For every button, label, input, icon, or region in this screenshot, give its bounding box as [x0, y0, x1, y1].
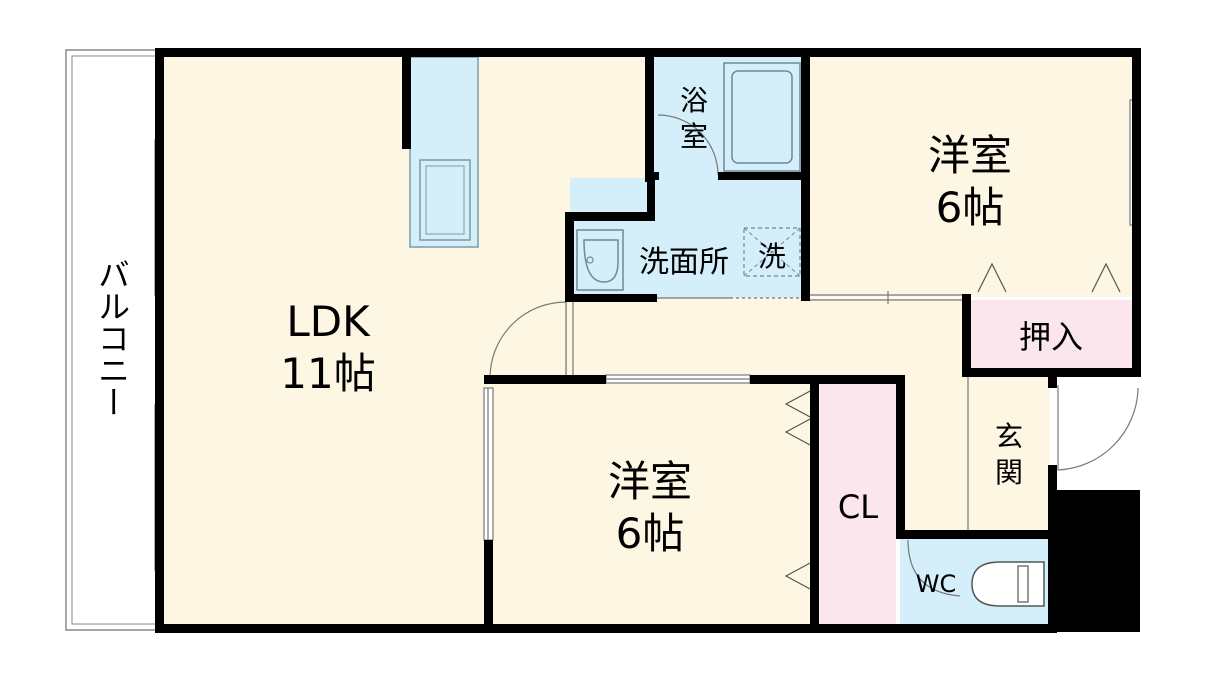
- bedroom2-name: 洋室: [608, 457, 692, 506]
- wash-basin: [576, 229, 624, 291]
- bedroom1-name: 洋室: [928, 131, 1012, 180]
- toilet-bowl: [971, 561, 1045, 607]
- walls: [155, 48, 1141, 633]
- washer-label: 洗: [758, 240, 786, 273]
- closet-floor: [820, 382, 896, 625]
- entrance-name-top: 玄: [995, 420, 1023, 453]
- ldk-size: 11帖: [280, 349, 375, 398]
- balcony-name: バルコニー: [93, 258, 131, 418]
- balcony: [65, 49, 157, 631]
- bedroom1-size: 6帖: [936, 183, 1005, 232]
- bedroom2-floor: [490, 382, 820, 625]
- ldk-name: LDK: [286, 297, 371, 346]
- entrance-name-bottom: 関: [995, 456, 1023, 489]
- oshiire-floor: [968, 300, 1135, 368]
- washroom-name: 洗面所: [639, 245, 729, 280]
- entrance-floor: [898, 370, 1050, 536]
- closet-name: CL: [838, 488, 878, 526]
- toilet-name: WC: [916, 570, 957, 598]
- bedroom1-floor: [808, 55, 1135, 297]
- bath-name-bottom: 室: [680, 120, 708, 153]
- oshiire-name: 押入: [1019, 318, 1083, 356]
- door-swings: [489, 114, 1139, 597]
- washer-space: [743, 227, 801, 277]
- bathtub: [723, 62, 801, 172]
- kitchen-counter: [409, 56, 479, 248]
- room-labels: LDK 11帖 洋室 6帖 洋室 6帖 浴 室 洗面所 洗 押入 CL 玄 関 …: [93, 84, 1083, 598]
- bath-name-top: 浴: [680, 84, 708, 117]
- bedroom2-size: 6帖: [616, 509, 685, 558]
- hall-floor: [570, 298, 970, 380]
